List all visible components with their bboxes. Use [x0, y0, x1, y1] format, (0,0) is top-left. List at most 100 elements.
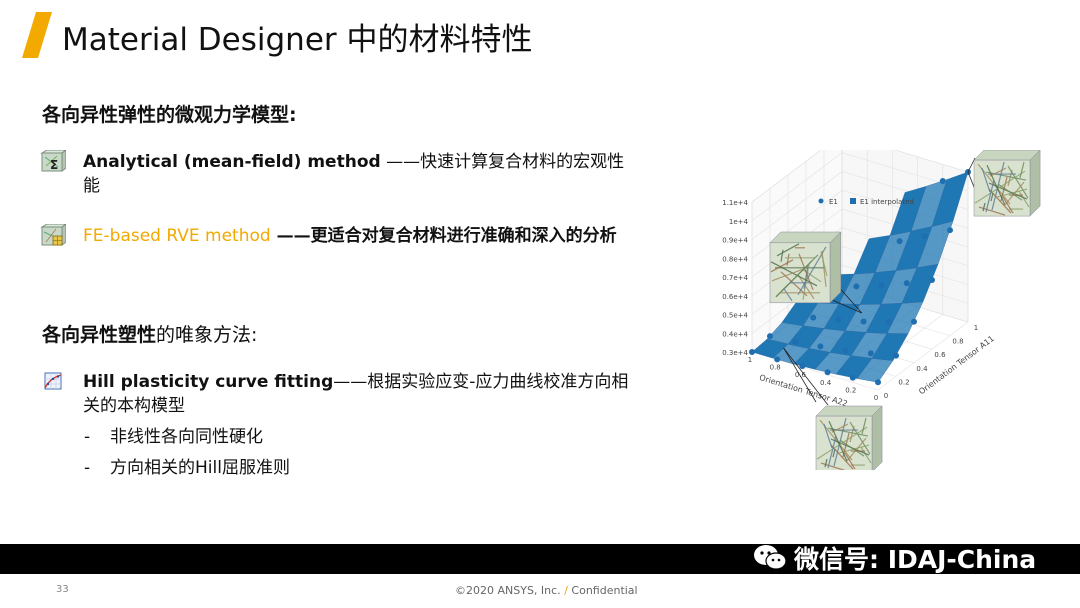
bullet-rve-desc: ——更适合对复合材料进行准确和深入的分析 [270, 226, 617, 246]
cube-fiber [783, 288, 793, 302]
cube-fiber [1018, 190, 1030, 208]
chart-data-point [893, 352, 899, 359]
chart-y-tick-label: 0.8 [952, 338, 963, 346]
chart-x-tick-label: 0.6 [795, 371, 807, 379]
cube-fiber [849, 425, 855, 443]
cube-fiber [816, 426, 868, 460]
cube-top-face [815, 405, 883, 417]
confidential-text: Confidential [571, 584, 638, 597]
chart-data-point [767, 333, 773, 340]
chart-data-point [947, 227, 953, 234]
chart-data-point [860, 318, 867, 325]
cube-fiber [974, 170, 1026, 204]
cube-fiber [775, 284, 789, 298]
chart-data-point [792, 338, 799, 345]
cube-fiber [797, 274, 815, 300]
section-heading-elasticity: 各向异性弹性的微观力学模型: [42, 104, 297, 126]
footer-band [0, 544, 1080, 574]
microstructure-cube-mid [769, 231, 842, 304]
cube-fiber [860, 446, 872, 464]
chart-data-point [875, 379, 881, 386]
mean-field-icon: Σ [40, 150, 66, 172]
chart-data-point [799, 363, 806, 370]
cube-fiber [986, 164, 1006, 206]
chart-surface-facet [931, 171, 969, 227]
cube-fiber [828, 420, 848, 462]
chart-data-point [842, 347, 849, 354]
cube-fiber [820, 251, 828, 276]
chart-z-tick-label: 0.3e+4 [722, 349, 748, 357]
chart-surface [751, 171, 969, 383]
chart-x-tick-label: 1 [748, 356, 752, 364]
microstructure-cube-high [973, 150, 1041, 217]
cube-fiber [803, 264, 809, 289]
accent-slash [22, 12, 52, 58]
legend-label: E1 [829, 198, 838, 206]
chart-data-point [903, 280, 910, 287]
bullet-mean-field-desc: ——快速计算复合材料的宏观性能 [83, 152, 625, 196]
chart-x-tick-label: 0.4 [820, 379, 832, 387]
chart-data-point [885, 319, 892, 326]
chart-data-point [853, 283, 860, 290]
cube-fiber [844, 452, 856, 470]
cube-fiber [982, 202, 986, 212]
bullet-hill-desc: ——根据实验应变-应力曲线校准方向相关的本构模型 [83, 372, 629, 416]
chart-data-point [810, 314, 817, 321]
cube-top-face [769, 231, 842, 244]
chart-y-tick-label: 0 [884, 392, 888, 400]
cube-fiber [831, 423, 849, 433]
chart-z-tick-label: 1e+4 [729, 218, 749, 226]
cube-fiber [832, 448, 836, 458]
section-heading-plasticity-bold: 各向异性塑性 [42, 324, 157, 346]
sub-item-text: 方向相关的Hill屈服准则 [110, 458, 290, 478]
cube-fiber [780, 249, 784, 262]
chart-points [749, 169, 971, 386]
chart-legend [818, 198, 856, 204]
cube-fiber [1002, 196, 1014, 214]
chart-z-tick-label: 1.1e+4 [722, 199, 748, 207]
chart-data-point [849, 374, 856, 381]
chart-data-point [867, 350, 874, 357]
legend-marker-point [818, 198, 824, 204]
cube-fiber [839, 439, 865, 457]
cube-fiber [827, 435, 837, 469]
sub-item-yield: -方向相关的Hill屈服准则 [84, 456, 290, 480]
curve-fit-icon [44, 372, 62, 390]
chart-y-tick-label: 1 [974, 324, 978, 332]
chart-data-point [921, 233, 928, 240]
legend-label: E1 interpolated [860, 198, 914, 206]
cube-fiber [827, 427, 869, 437]
cube-side-face [871, 405, 883, 470]
svg-text:Σ: Σ [50, 158, 58, 172]
cube-side-face [829, 231, 842, 304]
cube-fiber [981, 167, 991, 193]
cube-fiber [770, 259, 794, 273]
legend-marker-surface [850, 198, 856, 204]
watermark-text: 微信号: IDAJ-China [794, 545, 1037, 574]
copyright-separator: / [564, 584, 568, 597]
cube-fiber [824, 458, 828, 468]
bullet-hill-title: Hill plasticity curve fitting [83, 372, 334, 392]
chart-data-point [774, 356, 781, 363]
chart-data-point [878, 282, 885, 289]
cube-fiber [989, 167, 1007, 177]
cube-fiber [776, 243, 800, 257]
cube-fiber [990, 192, 994, 202]
sub-item-hardening: -非线性各向同性硬化 [84, 425, 263, 449]
cube-fiber [771, 268, 805, 282]
chart-y-tick-label: 0.2 [898, 378, 909, 386]
bullet-rve: FE-based RVE method ——更适合对复合材料进行准确和深入的分析 [40, 224, 630, 248]
chart-z-tick-label: 0.5e+4 [722, 312, 748, 320]
chart-data-point [835, 317, 842, 324]
copyright-text: ©2020 ANSYS, Inc. [455, 584, 561, 597]
page-number: 33 [56, 584, 69, 595]
chart-x-tick-label: 0.2 [845, 386, 856, 394]
chart-x-tick-label: 0 [874, 394, 878, 402]
bullet-mean-field-title: Analytical (mean-field) method [83, 152, 381, 172]
chart-y-tick-label: 0.4 [916, 365, 928, 373]
chart-data-point [929, 276, 935, 283]
chart-data-point [911, 318, 917, 325]
copyright: ©2020 ANSYS, Inc. / Confidential [455, 584, 638, 597]
wechat-watermark: 微信号: IDAJ-China [752, 540, 1072, 576]
bullet-mean-field: Σ Analytical (mean-field) method ——快速计算复… [40, 150, 630, 198]
